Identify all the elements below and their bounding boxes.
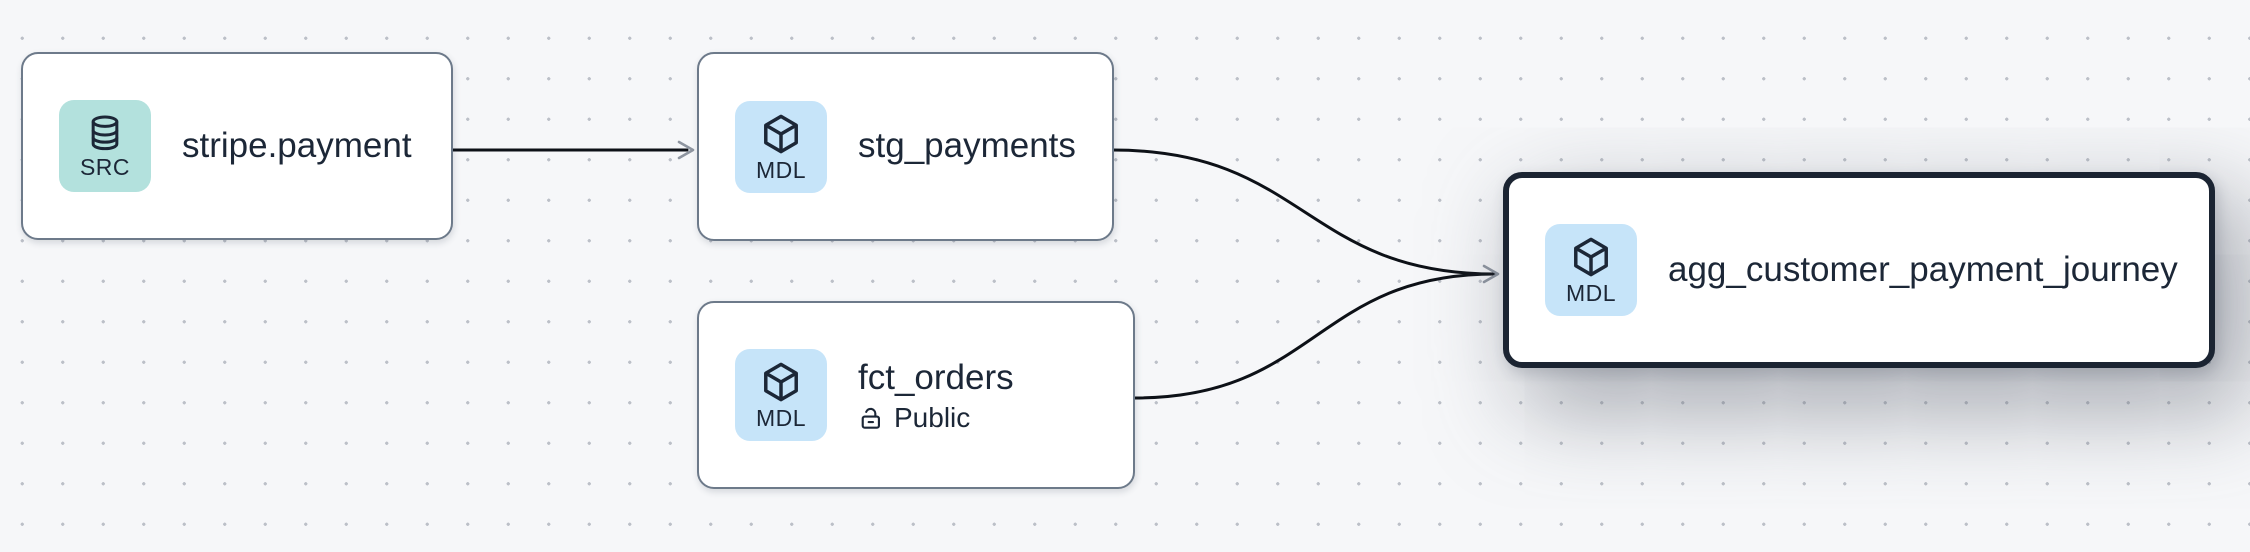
- cube-icon: [764, 114, 798, 153]
- model-badge: MDL: [1545, 224, 1637, 316]
- cube-icon: [764, 362, 798, 402]
- node-fct-orders[interactable]: MDL fct_orders Public: [697, 301, 1135, 489]
- source-badge: SRC: [59, 100, 151, 192]
- node-title: stg_payments: [858, 126, 1076, 166]
- edge-fct-orders-to-agg: [1133, 272, 1497, 400]
- node-stripe-payment[interactable]: SRC stripe.payment: [21, 52, 453, 240]
- access-label: Public: [894, 402, 971, 434]
- access-row: Public: [858, 404, 1014, 432]
- model-badge: MDL: [735, 349, 827, 441]
- cube-icon: [1574, 237, 1608, 277]
- lock-open-icon: [861, 407, 880, 429]
- database-icon: [91, 115, 119, 151]
- node-title: fct_orders: [858, 357, 1014, 397]
- model-badge: MDL: [735, 100, 827, 193]
- badge-label: MDL: [755, 405, 807, 431]
- node-title: agg_customer_payment_journey: [1668, 249, 2178, 289]
- node-agg-customer-payment-journey[interactable]: MDL agg_customer_payment_journey: [1503, 172, 2215, 368]
- badge-label: MDL: [755, 156, 807, 183]
- node-title: stripe.payment: [182, 125, 412, 165]
- arrowhead-into-stg-payments: [677, 140, 695, 160]
- badge-label: MDL: [1565, 280, 1617, 306]
- badge-label: SRC: [79, 154, 131, 180]
- edge-stg-payments-to-agg: [1111, 148, 1497, 276]
- node-stg-payments[interactable]: MDL stg_payments: [697, 52, 1114, 241]
- arrowhead-into-agg: [1482, 264, 1500, 284]
